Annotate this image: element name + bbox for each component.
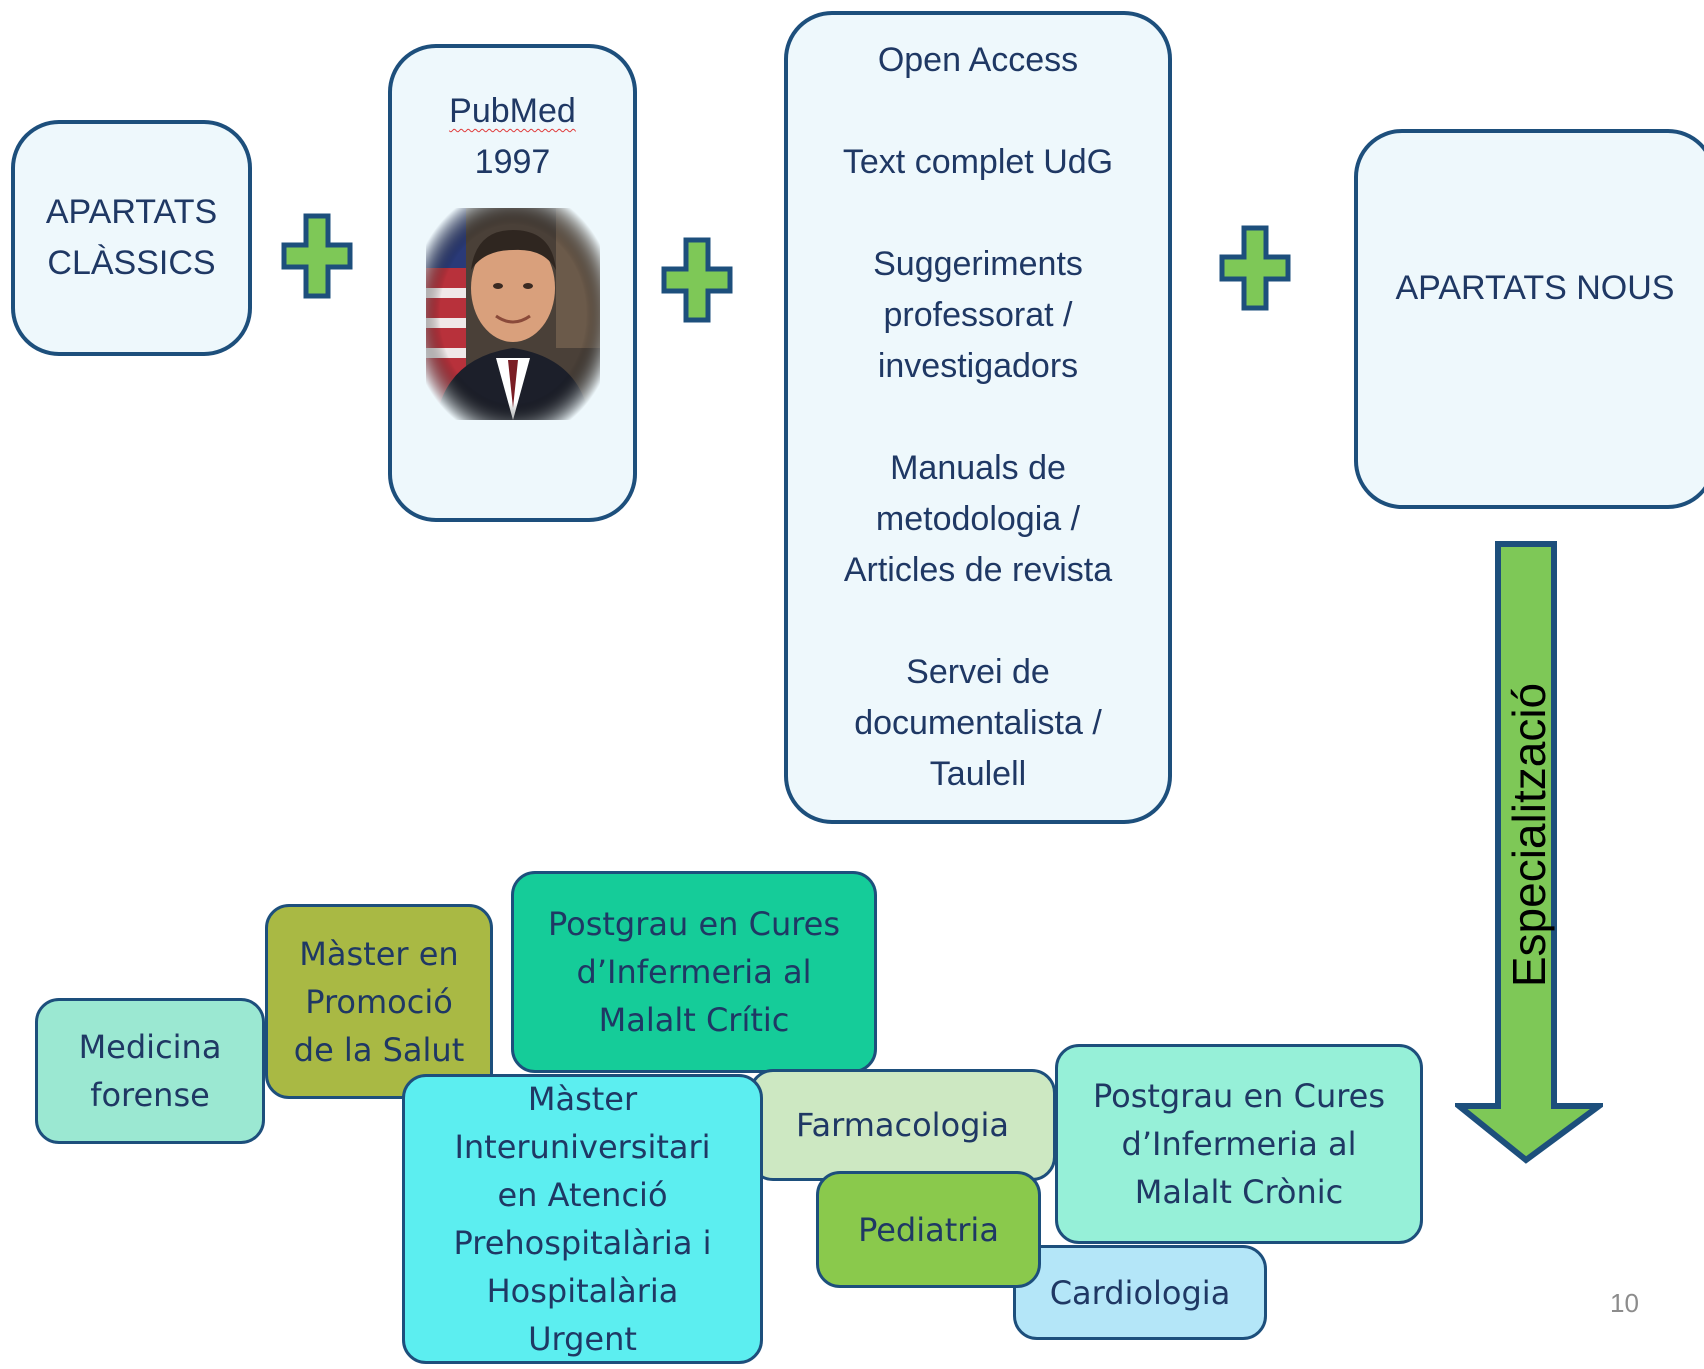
plus-icon: [661, 237, 733, 323]
master-interuniv-line-6: Urgent: [528, 1320, 637, 1358]
classics-line-1: APARTATS: [45, 193, 218, 231]
classics-line-2: CLÀSSICS: [47, 244, 216, 282]
master-promocio-line-1: Màster en: [299, 934, 459, 973]
arrow-label: Especialització: [1503, 682, 1555, 988]
resource-manuals-2: metodologia /: [875, 500, 1081, 538]
medicina-line-1: Medicina: [78, 1028, 222, 1066]
plus-icon: [1219, 225, 1291, 311]
postgrau-cronic-line-2: d’Infermeria al: [1121, 1125, 1357, 1163]
pill-farmacologia: Farmacologia: [749, 1069, 1056, 1181]
resource-manuals-3: Articles de revista: [843, 551, 1113, 589]
box-apartats-classics: APARTATS CLÀSSICS: [11, 120, 252, 356]
farmacologia-label: Farmacologia: [796, 1106, 1009, 1144]
cardiologia-label: Cardiologia: [1049, 1273, 1231, 1312]
pediatria-label: Pediatria: [858, 1210, 999, 1249]
master-interuniv-line-2: Interuniversitari: [454, 1128, 711, 1166]
resource-suggeriments-2: professorat /: [883, 296, 1073, 334]
pubmed-year: 1997: [474, 143, 551, 181]
resource-suggeriments-3: investigadors: [877, 347, 1079, 385]
pill-medicina-forense: Medicina forense: [35, 998, 265, 1144]
resource-servei-2: documentalista /: [854, 704, 1102, 742]
resource-servei-3: Taulell: [929, 755, 1027, 793]
master-promocio-line-2: Promoció: [305, 982, 453, 1021]
master-interuniv-line-5: Hospitalària: [486, 1272, 679, 1310]
resource-manuals-1: Manuals de: [890, 449, 1066, 487]
master-interuniv-line-3: en Atenció: [497, 1176, 668, 1214]
postgrau-critic-line-3: Malalt Crític: [598, 1001, 790, 1039]
pill-postgrau-critic: Postgrau en Cures d’Infermeria al Malalt…: [511, 871, 877, 1073]
postgrau-critic-line-1: Postgrau en Cures: [547, 905, 841, 943]
resource-suggeriments-1: Suggeriments: [873, 245, 1083, 283]
resource-text-complet: Text complet UdG: [842, 143, 1114, 181]
plus-icon: [281, 213, 353, 299]
pill-cardiologia: Cardiologia: [1013, 1245, 1267, 1340]
postgrau-cronic-line-3: Malalt Crònic: [1134, 1173, 1344, 1211]
medicina-line-2: forense: [90, 1076, 210, 1114]
page-number: 10: [1610, 1288, 1639, 1318]
pubmed-label: PubMed: [449, 92, 576, 130]
box-apartats-nous: APARTATS NOUS: [1354, 129, 1704, 509]
master-interuniv-line-1: Màster: [527, 1080, 638, 1118]
pill-postgrau-cronic: Postgrau en Cures d’Infermeria al Malalt…: [1055, 1044, 1423, 1244]
postgrau-critic-line-2: d’Infermeria al: [576, 953, 812, 991]
resource-open-access: Open Access: [877, 41, 1079, 79]
resource-servei-1: Servei de: [906, 653, 1050, 691]
master-interuniv-line-4: Prehospitalària i: [453, 1224, 712, 1262]
pill-pediatria: Pediatria: [816, 1171, 1041, 1288]
pill-master-promocio: Màster en Promoció de la Salut: [265, 904, 493, 1099]
pill-master-interuniversitari: Màster Interuniversitari en Atenció Preh…: [402, 1074, 763, 1364]
master-promocio-line-3: de la Salut: [293, 1030, 465, 1069]
apartats-nous-label: APARTATS NOUS: [1395, 269, 1675, 307]
postgrau-cronic-line-1: Postgrau en Cures: [1092, 1077, 1386, 1115]
box-resources: Open Access Text complet UdG Suggeriment…: [784, 11, 1172, 824]
portrait-photo: [425, 208, 600, 420]
down-arrow-icon: [1455, 541, 1603, 1164]
box-pubmed: PubMed 1997: [388, 44, 637, 522]
